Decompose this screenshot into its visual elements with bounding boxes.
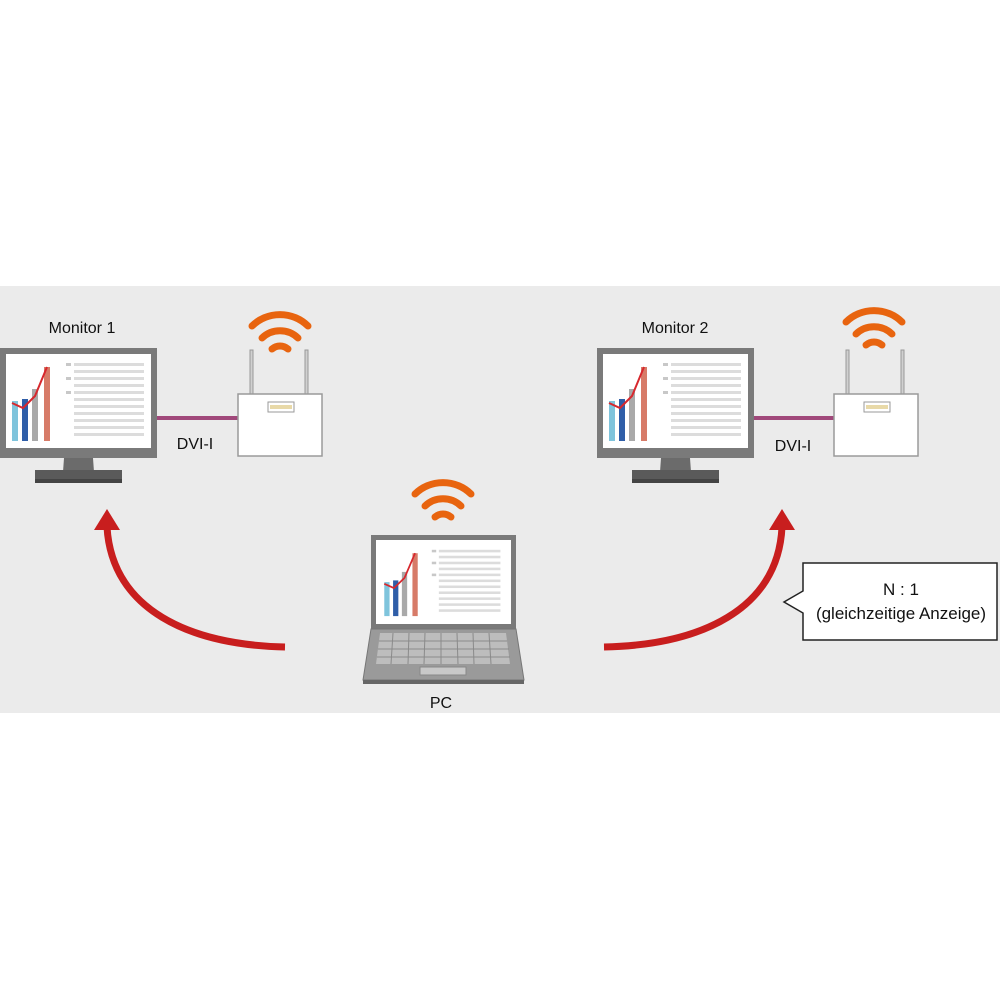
wireless-receiver-right-icon <box>833 349 919 457</box>
monitor-2-icon <box>597 348 754 483</box>
monitor-2-label: Monitor 2 <box>641 320 709 337</box>
wifi-signal-left-icon <box>252 315 308 349</box>
wifi-signal-pc-icon <box>415 483 471 517</box>
curved-arrow-right-icon <box>603 509 795 651</box>
callout-ratio: N : 1 <box>883 580 919 599</box>
wireless-receiver-left-icon <box>237 349 323 457</box>
monitor-1-icon <box>0 348 157 483</box>
curved-arrow-left-icon <box>94 509 286 651</box>
dvi-left-label: DVI-I <box>176 436 214 453</box>
dvi-right-label: DVI-I <box>774 438 812 455</box>
callout-text: N : 1 (gleichzeitige Anzeige) <box>803 566 999 638</box>
pc-label: PC <box>429 695 453 712</box>
callout-description: (gleichzeitige Anzeige) <box>815 604 987 623</box>
laptop-icon <box>362 535 525 684</box>
monitor-1-label: Monitor 1 <box>48 320 116 337</box>
wifi-signal-right-icon <box>846 311 902 345</box>
callout-box <box>782 562 998 641</box>
